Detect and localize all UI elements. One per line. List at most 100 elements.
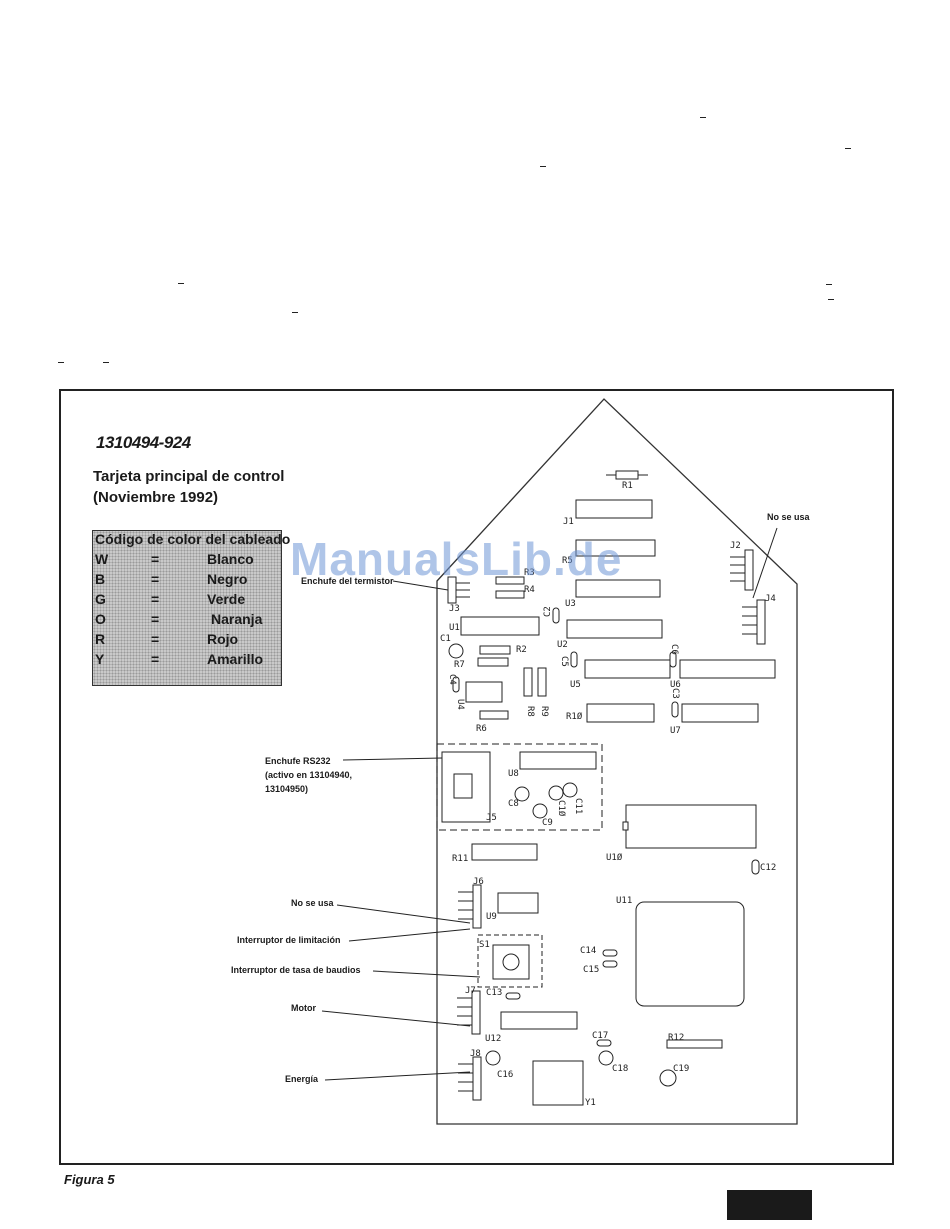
label-j7: J7 (465, 986, 476, 996)
ic-u10 (625, 804, 757, 849)
leader-rs232 (342, 757, 443, 761)
capacitor-c15 (602, 960, 618, 968)
capacitor-c5 (570, 651, 578, 668)
ic-u11 (635, 901, 745, 1007)
label-u12: U12 (485, 1034, 501, 1044)
leader-termistor (392, 580, 449, 591)
label-s1: S1 (479, 940, 490, 950)
board-outline (436, 398, 798, 1125)
page-tab-block (727, 1190, 812, 1220)
label-r5: R5 (562, 556, 573, 566)
label-j8: J8 (470, 1049, 481, 1059)
ic-u6 (679, 659, 776, 679)
switch-s1-zone (477, 934, 543, 988)
callout-no-se-usa-j6: No se usa (291, 898, 334, 908)
legend-color: Rojo (207, 631, 239, 647)
label-c6: C6 (669, 644, 679, 655)
legend-equals: = (151, 571, 160, 587)
part-number-title: 1310494-924 (96, 433, 191, 452)
label-y1: Y1 (585, 1098, 596, 1108)
crystal-y1 (532, 1060, 584, 1106)
label-r6: R6 (476, 724, 487, 734)
capacitor-c11 (562, 782, 578, 798)
leader-motor (321, 1010, 471, 1027)
leader-limitacion (348, 928, 471, 942)
ic-r5 (575, 539, 656, 557)
ic-u9 (497, 892, 539, 914)
legend-title: Código de color del cableado (95, 531, 291, 547)
resistor-r3 (495, 576, 525, 585)
legend-color: Amarillo (207, 651, 264, 667)
legend-equals: = (151, 651, 160, 667)
rs232-zone (436, 743, 603, 831)
label-c1: C1 (440, 634, 451, 644)
label-j3: J3 (449, 604, 460, 614)
callout-motor: Motor (291, 1003, 316, 1013)
legend-equals: = (151, 591, 160, 607)
connector-j7 (471, 990, 481, 1035)
connector-j5-port (453, 773, 473, 799)
label-c13: C13 (486, 988, 502, 998)
ic-u12 (500, 1011, 578, 1030)
label-c8: C8 (508, 799, 519, 809)
text-mark (700, 117, 706, 118)
rs232-line-3: 13104950) (265, 784, 309, 794)
capacitor-c1 (448, 643, 464, 659)
rs232-line-1: Enchufe RS232 (265, 756, 331, 766)
leader-energia (324, 1071, 471, 1081)
figure-label: Figura 5 (64, 1172, 115, 1187)
legend-equals: = (151, 551, 160, 567)
subtitle-line-2: (Noviembre 1992) (93, 489, 219, 506)
legend-color: Naranja (211, 611, 263, 627)
label-c18: C18 (612, 1064, 628, 1074)
label-c19: C19 (673, 1064, 689, 1074)
capacitor-c8 (514, 786, 530, 802)
label-r12: R12 (668, 1033, 684, 1043)
label-u11: U11 (616, 896, 632, 906)
label-u1: U1 (449, 623, 460, 633)
label-c17: C17 (592, 1031, 608, 1041)
label-c5: C5 (559, 656, 569, 667)
diagram-subtitle: Tarjeta principal de control (Noviembre … (93, 466, 293, 508)
resistor-r7 (477, 657, 509, 667)
connector-j6 (472, 884, 482, 929)
text-mark (58, 362, 64, 363)
label-u6: U6 (670, 680, 681, 690)
label-u7: U7 (670, 726, 681, 736)
resistor-r8 (523, 667, 533, 697)
label-j1: J1 (563, 517, 574, 527)
text-mark (845, 148, 851, 149)
label-u2: U2 (557, 640, 568, 650)
callout-interruptor-baudios: Interruptor de tasa de baudios (231, 965, 361, 975)
label-c10: C1Ø (556, 800, 567, 817)
ic-u3 (575, 579, 661, 598)
legend-equals: = (151, 631, 160, 647)
text-mark (103, 362, 109, 363)
label-r2: R2 (516, 645, 527, 655)
label-j5: J5 (486, 813, 497, 823)
resistor-r12 (666, 1039, 723, 1049)
capacitor-c19 (659, 1069, 677, 1087)
wiring-color-legend: Código de color del cableado W = Blanco … (92, 530, 290, 686)
callout-rs232: Enchufe RS232 (activo en 13104940, 13104… (265, 754, 352, 796)
label-r9: R9 (539, 706, 549, 717)
capacitor-c13 (505, 992, 521, 1000)
text-mark (828, 299, 834, 300)
legend-code: B (95, 571, 106, 587)
ic-u4 (465, 681, 503, 703)
capacitor-c2 (552, 607, 560, 624)
legend-equals: = (151, 611, 160, 627)
text-mark (178, 283, 184, 284)
label-c15: C15 (583, 965, 599, 975)
leader-no-se-usa-top (752, 527, 778, 599)
ic-u7 (681, 703, 759, 723)
leader-no-se-usa-j6 (336, 904, 471, 924)
callout-energia: Energía (285, 1074, 319, 1084)
capacitor-c4 (452, 676, 460, 693)
ic-r10 (586, 703, 655, 723)
capacitor-c17 (596, 1039, 612, 1047)
label-c12: C12 (760, 863, 776, 873)
switch-s1 (492, 944, 530, 980)
ic-u8 (519, 751, 597, 770)
subtitle-line-1: Tarjeta principal de control (93, 468, 285, 485)
